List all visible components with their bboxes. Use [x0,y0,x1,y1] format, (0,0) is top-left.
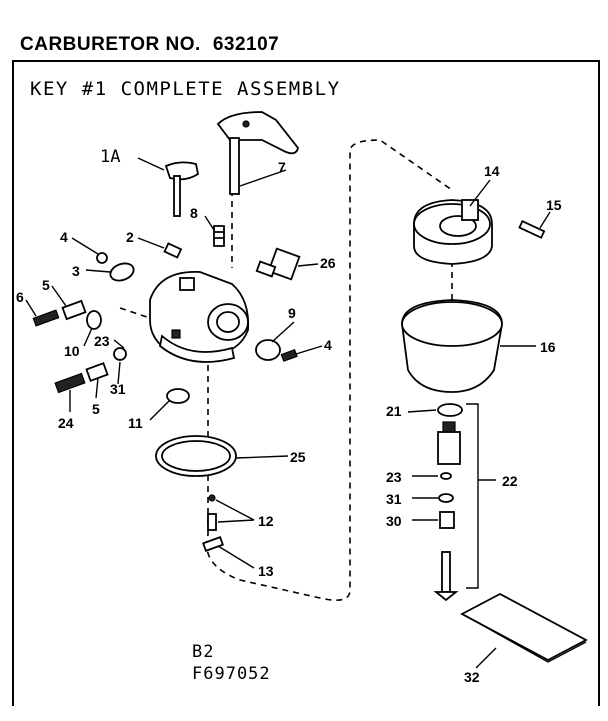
part-12-ball [208,494,216,502]
part-7-throttle-shaft [216,111,299,195]
part-25-ring [155,435,237,477]
code-line-1: B2 [192,642,215,662]
part-22-needle [433,551,459,602]
part-15-pin [518,220,546,239]
callout-25: 25 [290,449,306,465]
callout-12: 12 [258,513,274,529]
callout-24: 24 [58,415,74,431]
part-4-screw [280,349,298,362]
part-31-washer [113,347,127,361]
part-6-screw [32,309,60,327]
callout-21: 21 [386,403,402,419]
callout-13: 13 [258,563,274,579]
leader-lines [25,157,551,669]
callout-30: 30 [386,513,402,529]
callout-6: 6 [16,289,24,305]
callout-7: 7 [278,159,286,175]
callout-15: 15 [546,197,562,213]
callout-5-upper: 5 [42,277,50,293]
callout-22: 22 [502,473,518,489]
part-2-screw [163,242,183,259]
callout-4-lower: 4 [324,337,332,353]
part-13-pin [202,536,224,552]
part-10-gasket [86,310,102,330]
diagram-title: CARBURETOR NO. 632107 [20,34,279,56]
callout-2: 2 [126,229,134,245]
callout-26: 26 [320,255,336,271]
callout-14: 14 [484,163,500,179]
callout-10: 10 [64,343,80,359]
callout-32: 32 [464,669,480,685]
title-text: CARBURETOR NO. [20,34,201,55]
assembly-guide-line-4 [119,307,151,319]
callout-31-right: 31 [386,491,402,507]
diagram-frame [12,60,600,706]
part-31-washer-b [438,493,454,503]
callout-23-left: 23 [94,333,110,349]
part-11-ring [166,388,190,404]
part-21-gasket [437,403,463,417]
part-12-needle [207,513,217,531]
part-14-float [413,199,493,265]
part-26-fitting [255,247,301,281]
callout-8: 8 [190,205,198,221]
carburetor-body [149,271,250,363]
part-30-spring [439,511,455,529]
callout-9: 9 [288,305,296,321]
callout-3: 3 [72,263,80,279]
part-16-bowl [401,299,503,393]
callout-31-left: 31 [110,381,126,397]
code-line-2: F697052 [192,664,271,684]
part-5-spring-b [85,362,109,382]
part-1a-choke [164,161,200,217]
part-4-nut [96,252,108,264]
part-23-oring [440,472,452,480]
assembly-guide-line [206,139,453,601]
callout-23-right: 23 [386,469,402,485]
carburetor-number: 632107 [212,34,280,55]
part-22-bowl-nut [437,421,461,465]
callout-16: 16 [540,339,556,355]
callout-5-lower: 5 [92,401,100,417]
part-8-spring [213,225,225,247]
part-24-screw [54,372,86,394]
part-3-plate [109,262,135,282]
callout-1a: 1A [100,147,120,167]
part-9-plate [255,339,281,361]
part-5-spring-a [61,299,87,321]
callout-11: 11 [128,415,143,431]
assembly-subtitle: KEY #1 COMPLETE ASSEMBLY [30,78,341,100]
part-32-pad [460,592,588,662]
callout-4-upper: 4 [60,229,68,245]
